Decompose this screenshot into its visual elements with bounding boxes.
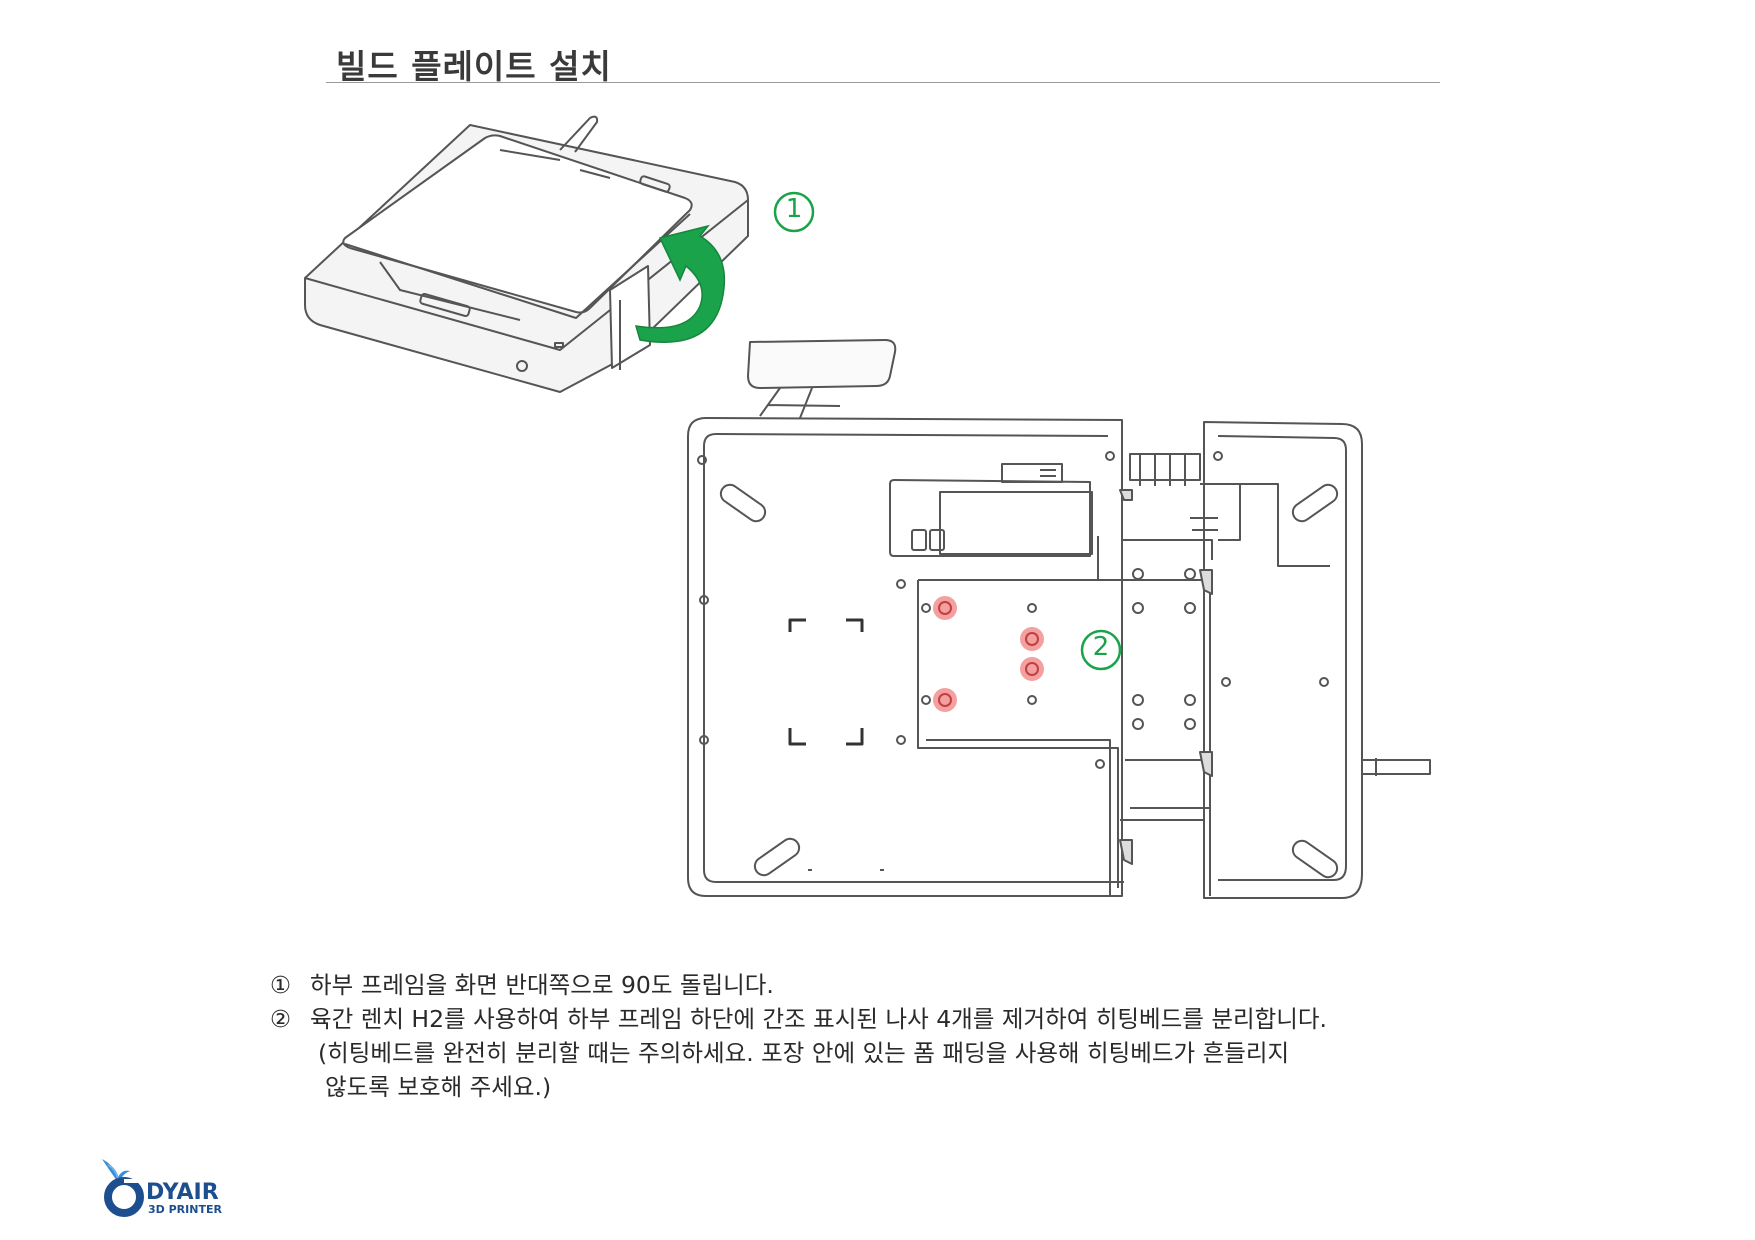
dyair-logo-icon: [102, 1159, 144, 1217]
callout-1-digit: 1: [785, 194, 803, 224]
instruction-note-line-2: 않도록 보호해 주세요.): [325, 1073, 552, 1101]
highlighted-screws: [933, 596, 1044, 712]
instruction-note-line-1: (히팅베드를 완전히 분리할 때는 주의하세요. 포장 안에 있는 폼 패딩을 …: [318, 1039, 1290, 1067]
callout-2: [1080, 629, 1122, 671]
printer-bottom-view: [687, 339, 1431, 899]
instruction-step-1: ① 하부 프레임을 화면 반대쪽으로 90도 돌립니다.: [270, 968, 1470, 1002]
instruction-step-2: ② 육간 렌치 H2를 사용하여 하부 프레임 하단에 간조 표시된 나사 4개를…: [270, 1002, 1470, 1036]
callout-2-digit: 2: [1092, 632, 1110, 662]
rotate-arrow: [634, 224, 726, 343]
logo-name: DYAIR: [146, 1180, 219, 1205]
step-2-mark: ②: [270, 1005, 292, 1033]
step-2-text: 육간 렌치 H2를 사용하여 하부 프레임 하단에 간조 표시된 나사 4개를 …: [310, 1005, 1327, 1033]
page-title: 빌드 플레이트 설치: [336, 47, 612, 86]
step-1-mark: ①: [270, 971, 292, 999]
instruction-list: ① 하부 프레임을 화면 반대쪽으로 90도 돌립니다. ② 육간 렌치 H2를 사…: [270, 968, 1470, 1104]
callout-1: [773, 191, 815, 233]
logo-subtitle: 3D PRINTER: [148, 1203, 222, 1216]
title-divider: [326, 82, 1440, 83]
step-1-text: 하부 프레임을 화면 반대쪽으로 90도 돌립니다.: [310, 971, 774, 999]
printer-top-view: [304, 115, 749, 393]
